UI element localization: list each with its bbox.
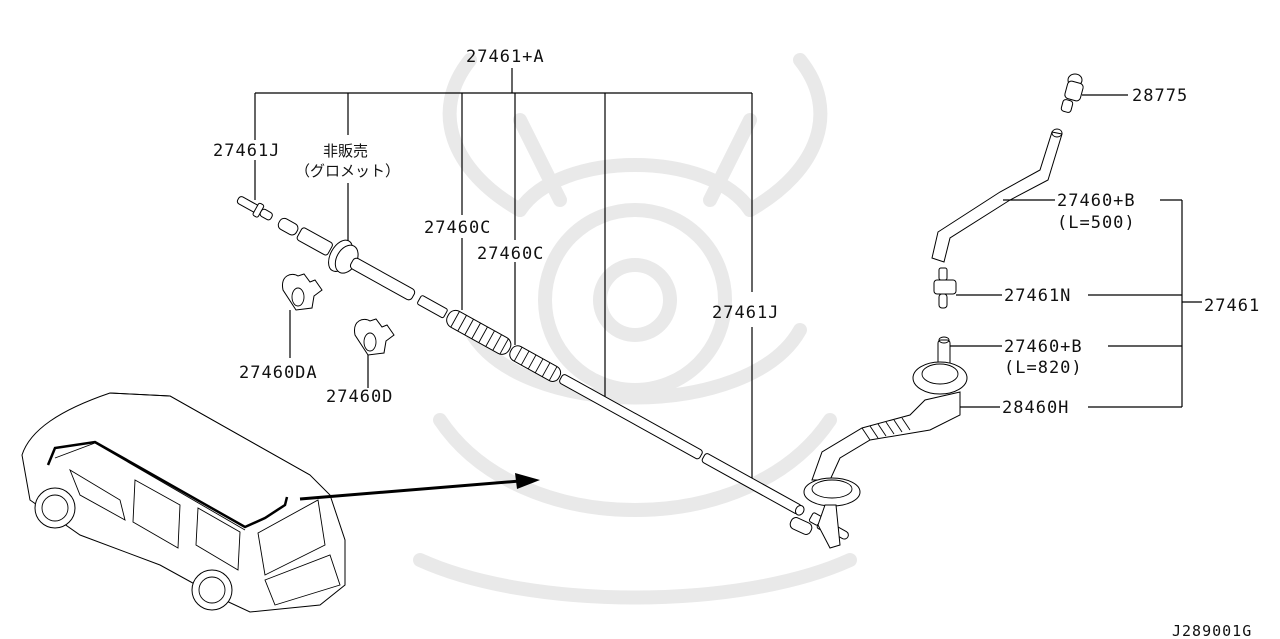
callout-note: （グロメット）: [295, 162, 400, 180]
vehicle-illustration: [21, 392, 540, 613]
callout-label: 27460DA: [239, 363, 318, 383]
callout-tree-27461A: [254, 68, 753, 480]
callout-label: 28775: [1132, 86, 1188, 106]
callout-label: 27461: [1204, 296, 1260, 316]
washer-hose-assembly: [789, 73, 1128, 549]
callout-note: (L=820): [1004, 358, 1083, 378]
callout-label: 27461J: [712, 303, 779, 323]
clip-27460D: [354, 318, 395, 388]
callout-label: 27461+A: [466, 47, 545, 67]
clip-27460DA: [282, 273, 323, 358]
callout-label: 27461J: [213, 141, 280, 161]
callout-label: 27461N: [1004, 286, 1071, 306]
callout-tree-27461: [1088, 199, 1202, 408]
callout-note: (L=500): [1057, 213, 1136, 233]
diagram-reference-code: J289001G: [1172, 622, 1252, 639]
callout-label: 27460+B: [1004, 337, 1083, 357]
callout-label: 27460D: [326, 387, 393, 407]
callout-label: 27460+B: [1057, 191, 1136, 211]
callout-label: 27460C: [477, 244, 544, 264]
watermark-emblem: [413, 53, 857, 605]
callout-label: 27460C: [424, 218, 491, 238]
callout-label: 非販売: [323, 142, 368, 160]
callout-label: 28460H: [1002, 398, 1069, 418]
